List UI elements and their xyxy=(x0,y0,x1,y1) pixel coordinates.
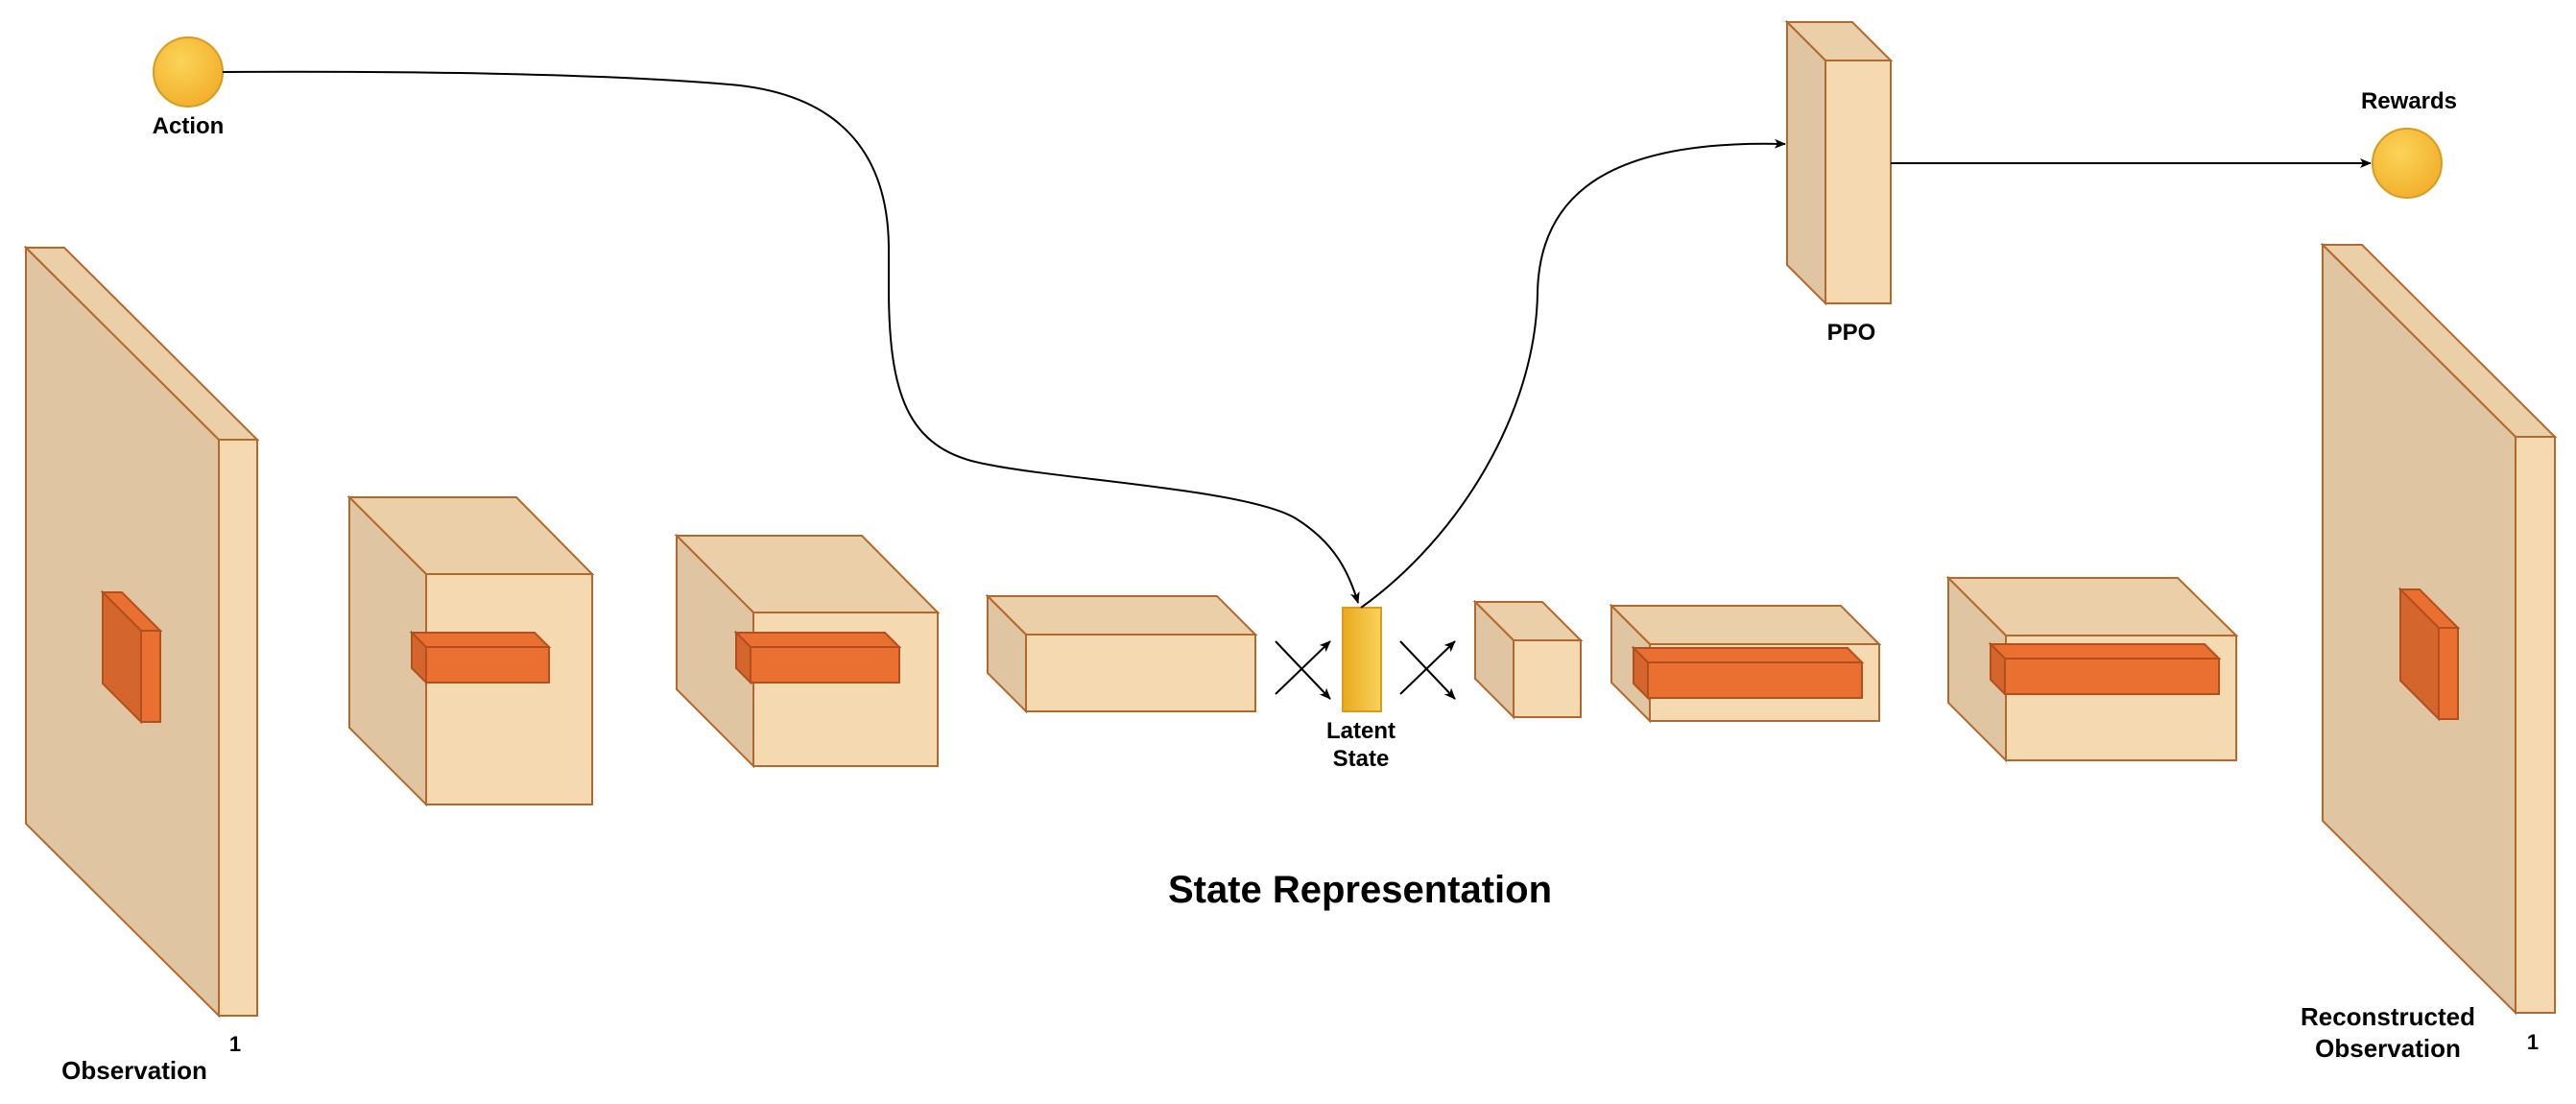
encoder-block-3 xyxy=(985,593,1258,714)
encoder-block-1-feature xyxy=(409,630,552,685)
reconstructed-label-line1: Reconstructed xyxy=(2301,1002,2475,1031)
encoder-crossing-arrows xyxy=(1275,640,1331,700)
latent-state-label-line2: State xyxy=(1333,746,1390,772)
rewards-node xyxy=(2372,128,2443,199)
observation-label: Observation xyxy=(61,1056,207,1085)
decoder-block-2-feature xyxy=(1631,645,1865,701)
encoder-block-1 xyxy=(346,494,595,807)
diagram-title: State Representation xyxy=(1168,869,1552,911)
reconstructed-label-line2: Observation xyxy=(2315,1034,2461,1063)
action-to-latent-arrow xyxy=(222,70,1360,604)
reconstructed-feature-patch xyxy=(2397,587,2461,722)
decoder-block-2 xyxy=(1609,603,1882,724)
observation-feature-patch xyxy=(100,589,163,725)
observation-index-label: 1 xyxy=(229,1032,241,1056)
decoder-block-1 xyxy=(1472,599,1584,720)
latent-state-label-line1: Latent xyxy=(1326,718,1395,744)
decoder-crossing-arrows xyxy=(1399,640,1456,700)
encoder-block-2 xyxy=(674,533,941,769)
decoder-block-3 xyxy=(1945,575,2239,763)
latent-state-bar xyxy=(1342,607,1382,712)
encoder-block-2-feature xyxy=(733,630,902,685)
action-label: Action xyxy=(153,113,225,139)
reconstructed-index-label: 1 xyxy=(2527,1030,2539,1054)
reconstructed-observation-frame xyxy=(2320,242,2558,1016)
ppo-block xyxy=(1784,19,1894,306)
observation-frame xyxy=(23,245,260,1019)
action-node xyxy=(153,36,224,108)
decoder-block-3-feature xyxy=(1988,641,2222,697)
ppo-label: PPO xyxy=(1827,320,1876,346)
rewards-label: Rewards xyxy=(2361,88,2457,114)
latent-to-ppo-arrow xyxy=(1360,138,1786,609)
